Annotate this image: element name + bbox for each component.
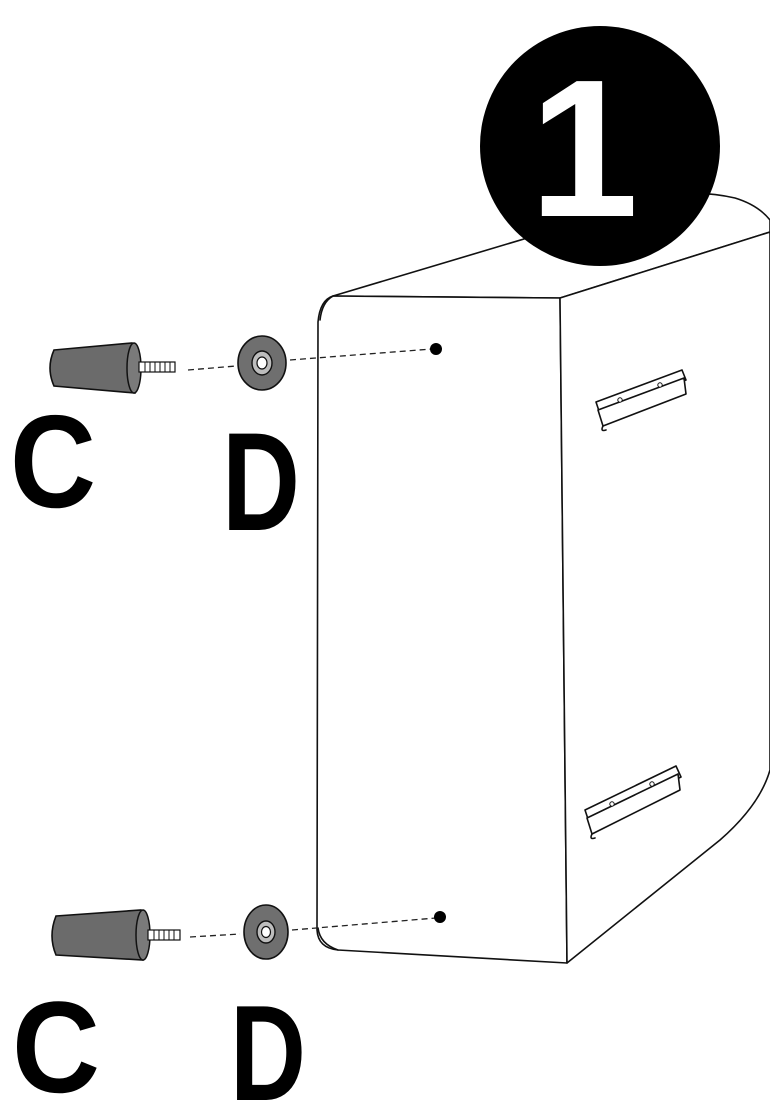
washer-lower [243,904,289,960]
part-label-leg-lower: C [12,974,100,1105]
top-hardware: C D [10,335,442,560]
mounting-hole-lower [434,911,446,923]
alignment-line-upper-2 [289,348,433,361]
cabinet-side-face [559,231,770,964]
cabinet [316,192,770,964]
part-label-washer-upper: D [222,403,300,560]
wall-bracket-lower [584,765,682,840]
cabinet-bottom-face [316,295,568,964]
cabinet-edge-line [319,295,334,321]
mounting-hole-upper [430,343,442,355]
part-label-leg-upper: C [10,388,96,535]
alignment-line-lower [189,933,241,938]
cabinet-edge-line-bottom [317,927,339,951]
alignment-line-lower-2 [291,917,437,931]
wall-bracket-upper [595,369,687,432]
leg-upper [49,342,176,394]
alignment-line-upper [187,365,237,371]
step-badge-circle [480,26,720,266]
washer-upper [237,335,287,391]
leg-lower [51,909,181,961]
step-badge: 1 [480,26,720,266]
bottom-hardware: C D [12,904,446,1105]
step-number: 1 [529,39,638,258]
part-label-washer-lower: D [230,977,306,1105]
